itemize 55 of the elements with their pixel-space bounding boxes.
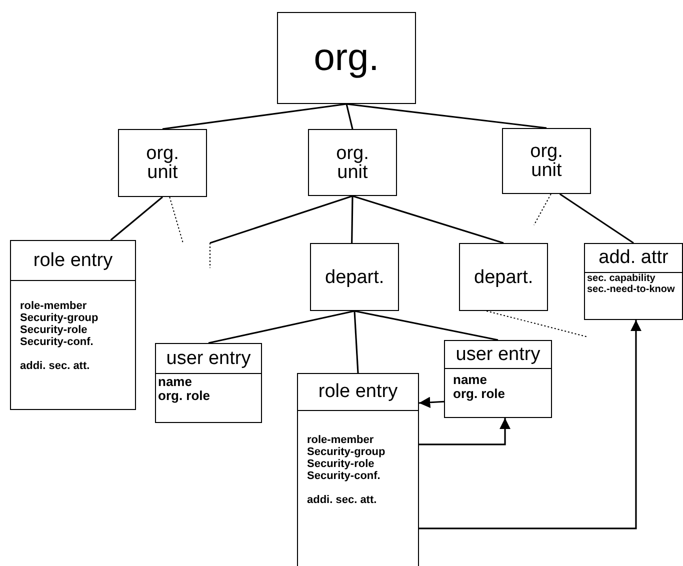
arrow [418,396,444,408]
dotted-line [169,196,184,244]
attribute-text: name [453,373,487,388]
attribute-text: Security-role [20,324,88,337]
node-label: org. unit [529,142,564,180]
arrow [419,320,642,530]
connector-line [354,310,498,341]
entry-box [297,373,419,566]
hierarchy-box [118,129,207,197]
entry-title: add. attr [598,247,668,269]
connector-line [208,310,355,344]
connector-line [110,196,164,241]
dotted-line [486,310,588,338]
attribute-text: sec. capability [587,274,656,284]
node-label: org. unit [145,144,180,182]
node-label: org. [314,39,380,77]
connector-line [354,310,359,374]
connector-line [162,103,347,130]
connector-line [210,195,353,244]
node-label: depart. [474,268,533,286]
dotted-line [534,194,552,226]
attribute-text: org. role [158,389,210,404]
connector-line [346,103,547,129]
entry-box [444,340,552,418]
attribute-text: Security-role [307,458,374,471]
hierarchy-box [310,243,399,311]
attribute-text: name [158,375,192,390]
attribute-text: role-member [20,301,87,313]
attribute-text: role-member [307,435,374,447]
attribute-text: Security-conf. [20,336,94,348]
hierarchy-box [459,243,548,311]
entry-title: role entry [33,250,113,272]
attribute-text: org. role [453,387,506,402]
node-label: depart. [325,268,384,286]
connector-line [352,195,504,244]
attribute-text: sec.-need-to-know [587,284,675,296]
entry-box [10,240,136,410]
hierarchy-box [502,128,591,194]
attribute-text: Security-group [20,312,98,325]
node-label: org. unit [335,144,370,182]
entry-title: role entry [318,381,398,403]
entry-title: user entry [456,344,540,366]
arrow [419,418,511,446]
entry-title: user entry [166,348,251,370]
connector-line [346,104,354,130]
hierarchy-box [277,12,416,104]
attribute-text: Security-conf. [307,470,380,482]
hierarchy-box [308,129,397,196]
connector-line [559,193,634,244]
attribute-text: addi. sec. att. [20,360,90,372]
entry-box [155,343,262,423]
connector-line [351,196,354,244]
attribute-text: addi. sec. att. [307,494,377,506]
entry-box [584,243,683,320]
attribute-text: Security-group [307,446,386,459]
